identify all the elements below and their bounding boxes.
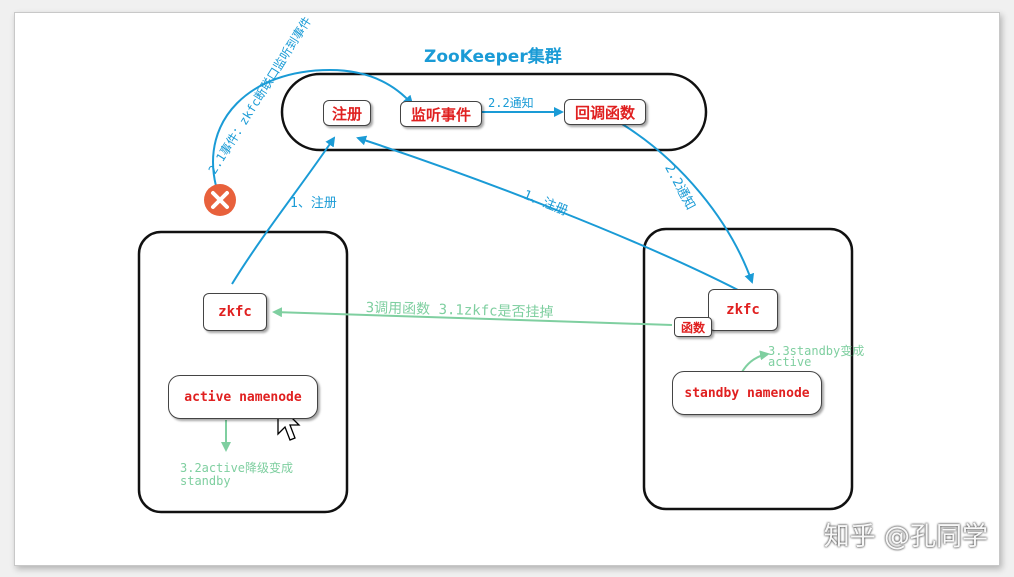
zhihu-watermark: 知乎 @孔同学 <box>823 522 988 552</box>
standby-promote-note-line1: 3.3standby变成 <box>768 344 865 358</box>
label-notify-inner: 2.2通知 <box>488 96 534 110</box>
active-demote-note-line1: 3.2active降级变成 <box>180 461 294 475</box>
function-node: 函数 <box>674 317 712 337</box>
failure-x-icon <box>204 184 236 216</box>
right-zkfc-node: zkfc <box>708 289 778 331</box>
arrow-call-function <box>272 307 673 326</box>
callback-node: 回调函数 <box>564 99 646 125</box>
arrow-callback-to-zkfc <box>621 123 755 284</box>
arrow-event-listen <box>212 68 414 187</box>
standby-namenode-node: standby namenode <box>672 371 822 415</box>
arrow-standby-promote <box>741 350 770 373</box>
left-server-container <box>137 230 349 514</box>
arrow-right-register <box>356 135 739 291</box>
listen-event-node: 监听事件 <box>400 101 482 127</box>
left-zkfc-node: zkfc <box>203 293 267 331</box>
right-server-container <box>642 227 854 511</box>
standby-promote-note-line2: active <box>768 355 812 369</box>
active-demote-note-line2: standby <box>180 474 231 488</box>
active-namenode-node: active namenode <box>168 375 318 419</box>
register-node: 注册 <box>323 100 371 126</box>
arrow-left-register <box>231 136 336 285</box>
cluster-title: ZooKeeper集群 <box>424 47 562 67</box>
label-register-left: 1、注册 <box>290 196 337 211</box>
